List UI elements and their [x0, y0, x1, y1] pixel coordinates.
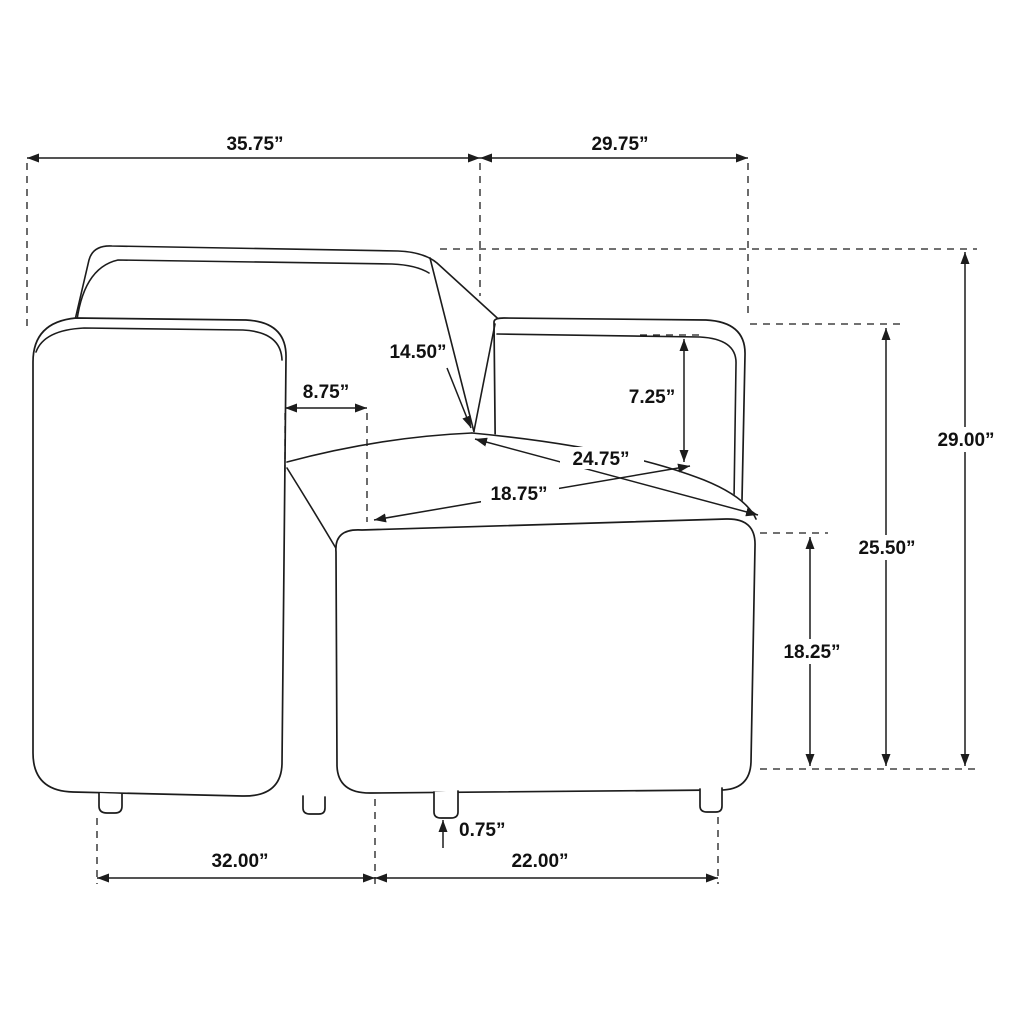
dim-label-7-25: 7.25” [629, 387, 675, 408]
dim-foot-height: 0.75” [438, 820, 505, 848]
dim-label-29-00: 29.00” [937, 430, 994, 451]
dim-label-35-75: 35.75” [226, 134, 283, 155]
chair-foot-back-left [98, 792, 123, 814]
dim-base-side-width: 32.00” [97, 851, 375, 883]
chair-front-base [335, 518, 756, 794]
dim-top-side-depth: 29.75” [480, 134, 748, 163]
chair-left-arm [32, 317, 287, 797]
dimension-annotations: 35.75” 29.75” 29.00” 25.50” 18.25” [26, 134, 1003, 884]
dim-seat-front-width: 18.75” [373, 463, 691, 523]
chair-back-seam [429, 257, 475, 433]
dim-label-0-75: 0.75” [459, 820, 505, 841]
chair-foot-front-center [433, 790, 459, 819]
chair-foot-front-right [699, 787, 723, 813]
dim-seat-side-height: 18.25” [776, 537, 848, 766]
dim-label-29-75: 29.75” [591, 134, 648, 155]
dim-label-32-00: 32.00” [211, 851, 268, 872]
dim-label-18-25: 18.25” [783, 642, 840, 663]
dim-base-front-width: 22.00” [375, 851, 718, 883]
dim-top-back-width: 35.75” [27, 134, 480, 163]
dim-label-14-50: 14.50” [389, 342, 446, 363]
dim-label-18-75: 18.75” [490, 484, 547, 505]
chair-drawing [32, 245, 757, 819]
chair-arm-seam [473, 323, 496, 432]
dim-back-cushion-height: 14.50” [389, 342, 472, 429]
dim-overall-height: 29.00” [929, 252, 1003, 766]
dim-label-24-75: 24.75” [572, 449, 629, 470]
dim-arm-top-height: 25.50” [851, 328, 923, 766]
dim-label-25-50: 25.50” [858, 538, 915, 559]
dim-label-8-75: 8.75” [303, 382, 349, 403]
dim-label-22-00: 22.00” [511, 851, 568, 872]
chair-foot-front-left [302, 795, 326, 815]
dim-arm-width: 8.75” [284, 382, 368, 522]
